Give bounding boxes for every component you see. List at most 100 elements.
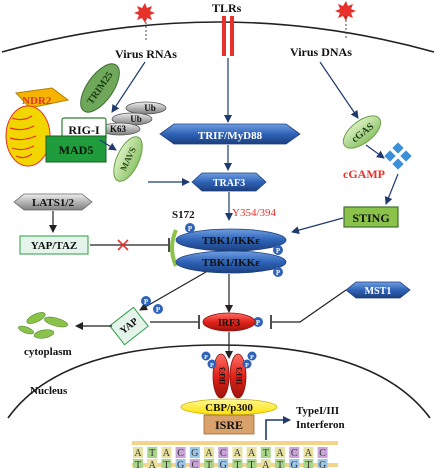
ub-ellipse-1: Ub: [125, 101, 167, 115]
output-line2: Interferon: [296, 419, 345, 431]
tlrs-label: TLRs: [212, 1, 242, 15]
cytoplasm-label: cytoplasm: [24, 346, 72, 358]
arrow-dnas-to-cgas: [319, 61, 359, 119]
phospho-badge-dimer-d: P: [242, 359, 252, 369]
isre-box: ISRE: [203, 414, 255, 435]
dna-top-base-tile: [232, 447, 243, 458]
dna-top-base-letter: C: [319, 448, 326, 459]
arrow-cgas-to-cgamp: [365, 144, 385, 159]
mad5-box: MAD5: [45, 135, 107, 163]
dna-top-base-tile: [175, 447, 186, 458]
blocked-cross-icon: [117, 239, 129, 251]
svg-text:ISRE: ISRE: [215, 418, 243, 432]
svg-text:K63: K63: [110, 124, 127, 134]
dna-top-base-letter: A: [234, 448, 242, 459]
transcription-arrow: [265, 416, 291, 440]
svg-text:TBK1/IKKε: TBK1/IKKε: [202, 257, 260, 269]
inhibition-mst1-to-irf3: [272, 289, 347, 323]
trif-myd88-node: TRIF/MyD88: [159, 123, 301, 145]
phospho-badge-tbk1-c: P: [273, 267, 283, 277]
dna-top-base-letter: A: [134, 448, 142, 459]
dna-bottom-base-tile: [175, 459, 186, 468]
dna-bottom-base-letter: T: [163, 460, 169, 468]
dna-bottom-base-tile: [133, 459, 143, 468]
dna-top-base-letter: T: [263, 448, 269, 459]
svg-text:LATS1/2: LATS1/2: [32, 197, 74, 209]
y354-label: Y354/394: [232, 207, 277, 219]
svg-text:P: P: [204, 355, 208, 361]
nuclear-membrane: [7, 344, 431, 419]
cell-membrane: [1, 21, 435, 53]
dna-top-base-letter: A: [305, 448, 313, 459]
phospho-badge-mst1: P: [253, 317, 263, 327]
dna-top-base-letter: C: [291, 448, 298, 459]
tbk1-anchor-bar: [170, 229, 178, 267]
svg-text:MST1: MST1: [365, 286, 392, 297]
dna-bottom-base-letter: T: [277, 460, 283, 468]
svg-text:Ub: Ub: [130, 114, 142, 124]
traf3-node: TRAF3: [191, 172, 267, 192]
dna-top-base-tile: [204, 447, 214, 458]
arrow-sting-to-tbk1: [291, 217, 344, 235]
dna-top-base-tile: [189, 447, 200, 458]
cgamp-label: cGAMP: [343, 167, 385, 181]
rig-i-box: RIG-I: [61, 117, 107, 141]
dna-bottom-base-tile: [189, 459, 200, 468]
svg-text:P: P: [250, 355, 254, 361]
phospho-badge-yap-b: P: [153, 304, 163, 314]
phospho-badge-dimer-a: P: [201, 351, 211, 361]
svg-text:P: P: [276, 269, 281, 277]
dna-top-base-tile: [317, 447, 328, 458]
virus-icon-right: [335, 1, 356, 21]
dna-bottom-base-letter: C: [191, 460, 198, 468]
dna-top-base-letter: A: [163, 448, 171, 459]
dna-top-base-tile: [246, 447, 257, 458]
trim25-ellipse: TRIM25: [80, 63, 120, 113]
tbk1-node-2: TBK1/IKKε: [175, 250, 287, 274]
ndr2-badge: NDR2: [14, 87, 70, 109]
svg-text:MAD5: MAD5: [59, 143, 94, 157]
tlr-receptor-bar-right: [230, 16, 234, 56]
virus-icon-left: [134, 3, 155, 23]
nucleus-label: Nucleus: [30, 385, 68, 397]
virus-rnas-label: Virus RNAs: [115, 47, 177, 61]
dna-top-base-tile: [260, 447, 271, 458]
yap-taz-box: YAP/TAZ: [19, 235, 89, 255]
dna-bottom-base-letter: G: [177, 460, 184, 468]
dna-top-base-tile: [133, 447, 143, 458]
k63-ellipse: K63: [99, 122, 141, 136]
mst1-node: MST1: [345, 281, 411, 299]
irf3-dimer-a: IRF3: [212, 353, 230, 399]
dna-bottom-base-letter: T: [249, 460, 255, 468]
cbp-p300-node: CBP/p300: [180, 398, 278, 416]
svg-text:YAP/TAZ: YAP/TAZ: [31, 240, 77, 252]
dna-bottom-base-letter: G: [319, 460, 326, 468]
dna-bottom-base-tile: [289, 459, 300, 468]
tbk1-node-1: TBK1/IKKε: [175, 228, 287, 252]
dna-bottom-base-letter: A: [262, 460, 270, 468]
dna-bottom-base-letter: A: [149, 460, 157, 468]
dna-top-base-letter: A: [205, 448, 213, 459]
dna-bottom-base-letter: G: [220, 460, 227, 468]
svg-text:IRF3: IRF3: [218, 367, 227, 385]
dna-top-base-tile: [289, 447, 300, 458]
svg-text:TRAF3: TRAF3: [213, 178, 245, 189]
svg-text:IRF3: IRF3: [235, 367, 244, 385]
svg-text:IRF3: IRF3: [218, 318, 240, 329]
dna-top-base-tile: [218, 447, 229, 458]
phospho-badge-tbk1-a: P: [185, 223, 195, 233]
svg-text:TRIF/MyD88: TRIF/MyD88: [198, 130, 263, 142]
dna-top-base-tile: [303, 447, 314, 458]
dna-bottom-base-tile: [147, 459, 158, 468]
svg-text:P: P: [256, 319, 261, 327]
svg-text:RIG-I: RIG-I: [68, 123, 100, 137]
dna-bottom-base-letter: T: [305, 460, 311, 468]
helix-decoration: [5, 105, 51, 167]
phospho-badge-dimer-b: P: [207, 359, 217, 369]
dna-bottom-base-tile: [246, 459, 257, 468]
dna-bottom-base-letter: T: [135, 460, 141, 468]
arrow-tbk1-to-yap: [139, 271, 207, 311]
arrow-rnas-to-rig: [111, 61, 146, 113]
phospho-badge-dimer-c: P: [247, 351, 257, 361]
